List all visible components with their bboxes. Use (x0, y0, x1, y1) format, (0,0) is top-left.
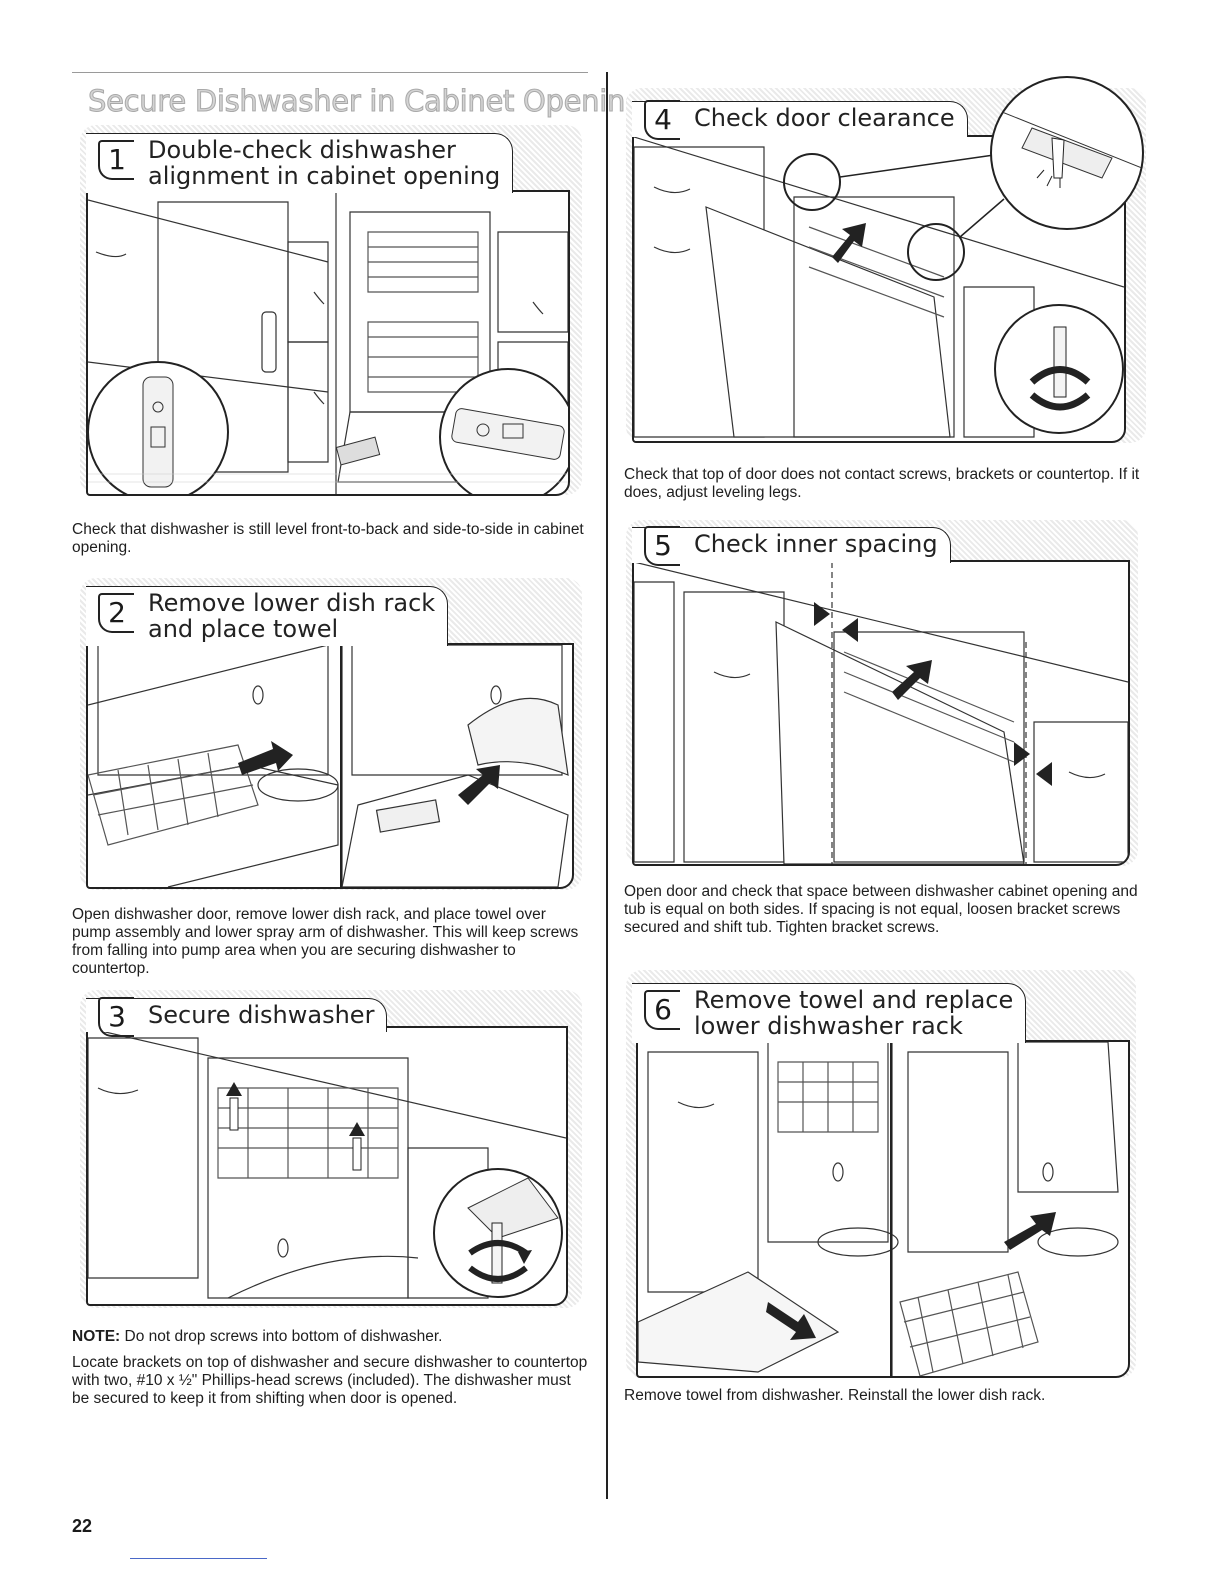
step-6-illustration (636, 1040, 1130, 1378)
step-2-illustration (86, 643, 574, 889)
step-6-title-line-2: lower dishwasher rack (694, 1012, 963, 1040)
step-1-number: 1 (98, 140, 134, 180)
step-3-illustration (86, 1026, 568, 1306)
step-1-title-line-2: alignment in cabinet opening (148, 162, 501, 190)
dishwasher-alignment-illustration (88, 192, 568, 494)
step-5-number: 5 (644, 526, 680, 566)
step-2-caption: Open dishwasher door, remove lower dish … (72, 906, 579, 977)
step-6-header: 6 Remove towel and replace lower dishwas… (632, 983, 1027, 1043)
step-3-number: 3 (98, 997, 134, 1037)
step-4-title-line-1: Check door clearance (694, 104, 955, 132)
step-4-zoom-callout (990, 76, 1144, 230)
column-divider (606, 72, 608, 1499)
step-5-illustration (632, 560, 1130, 866)
section-title: Secure Dishwasher in Cabinet Opening (87, 84, 644, 119)
step-2-number: 2 (98, 593, 134, 633)
step-1-header: 1 Double-check dishwasher alignment in c… (86, 133, 514, 193)
step-1-illustration (86, 190, 570, 496)
step-3-title-line-1: Secure dishwasher (148, 1001, 375, 1029)
replace-rack-illustration (638, 1042, 1128, 1376)
secure-dishwasher-illustration (88, 1028, 566, 1304)
step-4-illustration (632, 135, 1126, 443)
inner-spacing-illustration (634, 562, 1128, 864)
step-3-caption: Locate brackets on top of dishwasher and… (72, 1354, 588, 1407)
top-rule (72, 72, 588, 73)
step-4-caption: Check that top of door does not contact … (624, 466, 1140, 501)
remove-rack-illustration (88, 645, 572, 887)
bracket-zoom-detail (992, 78, 1142, 228)
footer-underline (130, 1558, 267, 1559)
note-label: NOTE: (72, 1328, 121, 1345)
page-number: 22 (72, 1516, 93, 1536)
step-6-number: 6 (644, 990, 680, 1030)
step-4-number: 4 (644, 100, 680, 140)
step-5-header: 5 Check inner spacing (632, 526, 951, 566)
note-text: Do not drop screws into bottom of dishwa… (120, 1328, 443, 1345)
step-3-header: 3 Secure dishwasher (86, 997, 388, 1037)
step-2-title-line-2: and place towel (148, 615, 339, 643)
step-4-header: 4 Check door clearance (632, 100, 968, 140)
step-5-caption: Open door and check that space between d… (624, 883, 1138, 936)
step-2-header: 2 Remove lower dish rack and place towel (86, 586, 449, 646)
step-6-title-line-1: Remove towel and replace (694, 986, 1014, 1014)
step-1-caption: Check that dishwasher is still level fro… (72, 521, 584, 556)
step-5-title-line-1: Check inner spacing (694, 530, 938, 558)
step-6-caption: Remove towel from dishwasher. Reinstall … (624, 1387, 1046, 1404)
step-3-note: NOTE: Do not drop screws into bottom of … (72, 1328, 588, 1346)
step-1-title-line-1: Double-check dishwasher (148, 136, 456, 164)
step-2-title-line-1: Remove lower dish rack (148, 589, 436, 617)
door-clearance-illustration (634, 137, 1124, 441)
